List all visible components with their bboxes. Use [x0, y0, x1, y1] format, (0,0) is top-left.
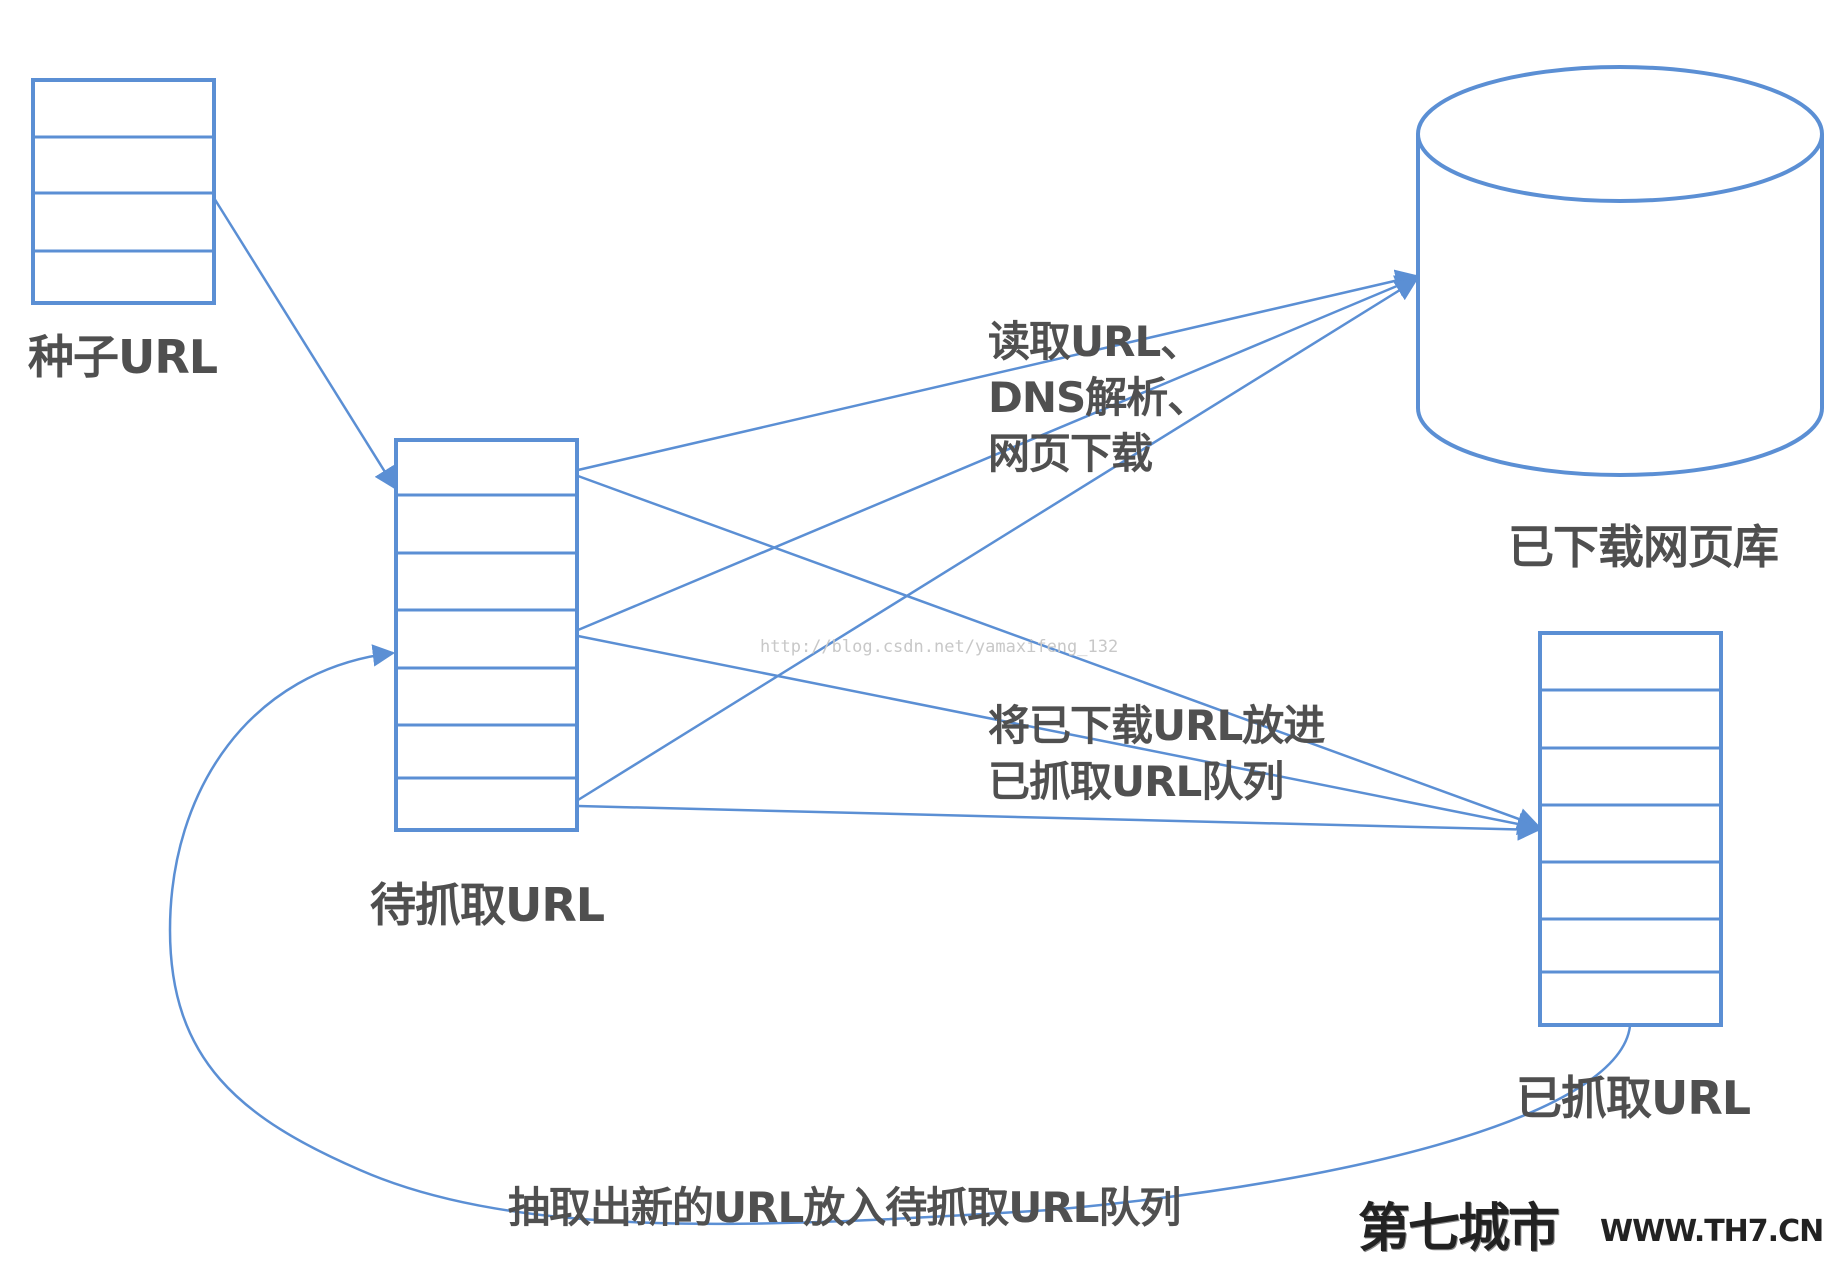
seed-url-label: 种子URL	[28, 330, 218, 384]
edges-pending-to-crawled	[577, 474, 1541, 841]
downloaded-pages-db	[1416, 65, 1824, 477]
watermark-url: http://blog.csdn.net/yamaxifeng_132	[760, 637, 1119, 657]
download-note-line-2: DNS解析、	[988, 373, 1209, 422]
download-edge-note: 读取URL、 DNS解析、 网页下载	[988, 314, 1209, 482]
enqueue-edge-note: 将已下载URL放进 已抓取URL队列	[988, 698, 1325, 810]
edge-crawled-to-pending	[168, 644, 1632, 1226]
download-note-line-1: 读取URL、	[988, 317, 1202, 366]
pending-url-queue	[394, 438, 579, 832]
seed-url-queue	[31, 78, 216, 305]
enqueue-note-line-2: 已抓取URL队列	[988, 757, 1284, 806]
crawled-url-queue	[1538, 631, 1723, 1027]
brand-name: 第七城市	[1358, 1198, 1560, 1259]
extract-edge-note: 抽取出新的URL放入待抓取URL队列	[508, 1183, 1181, 1232]
downloaded-db-label: 已下载网页库	[1508, 520, 1779, 574]
edge-seed-to-pending	[212, 197, 397, 490]
pending-url-label: 待抓取URL	[370, 878, 605, 932]
download-note-line-3: 网页下载	[988, 429, 1153, 478]
edges-pending-to-db	[577, 269, 1419, 802]
crawled-url-label: 已抓取URL	[1516, 1071, 1751, 1125]
brand-url: WWW.TH7.CN	[1600, 1214, 1824, 1249]
enqueue-note-line-1: 将已下载URL放进	[988, 701, 1325, 750]
